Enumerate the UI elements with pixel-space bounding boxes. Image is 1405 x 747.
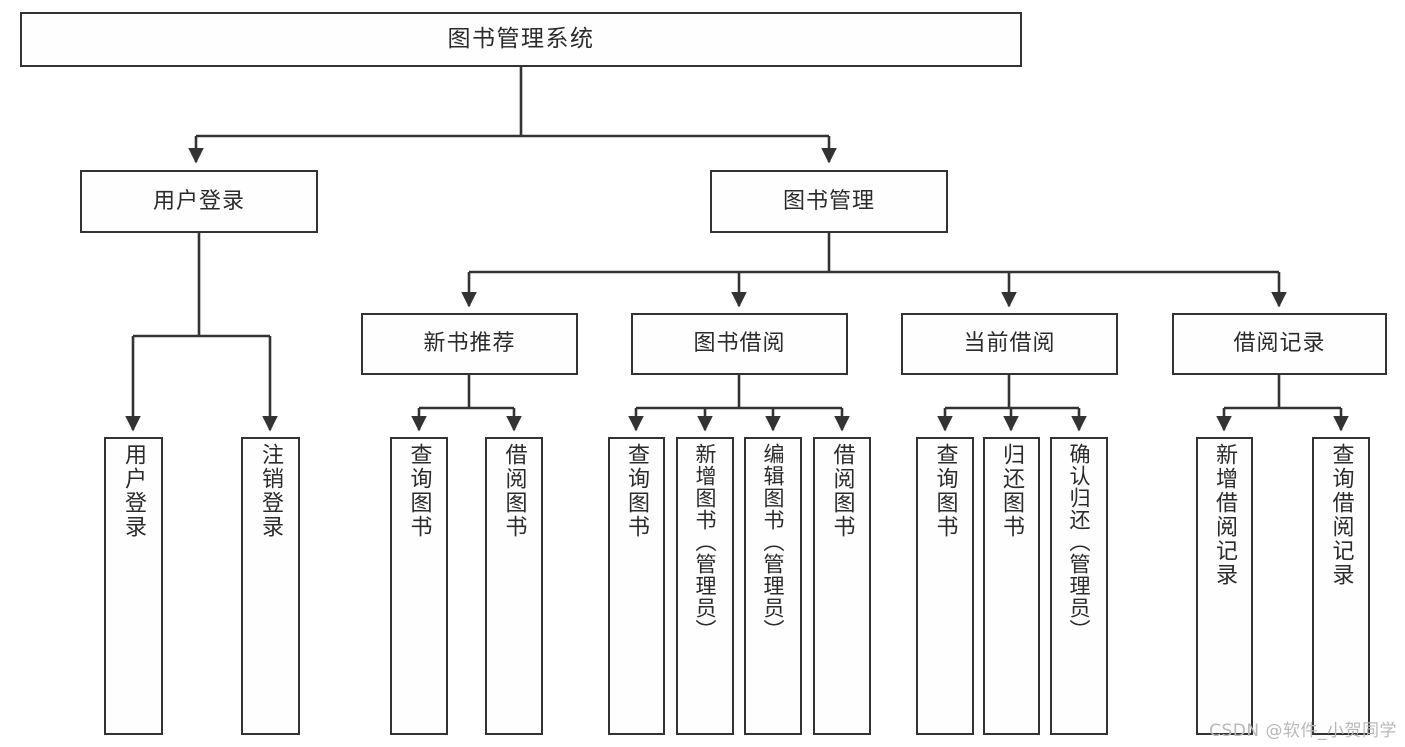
node-leaf-query-book-3-label: 查询图书 [932,443,958,539]
node-new-book-recommend[interactable]: 新书推荐 [361,313,578,375]
csdn-watermark: CSDN @软件_小贺同学 [1209,721,1397,741]
node-leaf-logout[interactable]: 注销登录 [241,437,300,735]
node-leaf-query-borrow-record[interactable]: 查询借阅记录 [1312,437,1370,735]
node-leaf-borrow-book-2[interactable]: 借阅图书 [813,437,871,735]
node-borrow-record[interactable]: 借阅记录 [1172,313,1387,375]
node-leaf-return-book-label: 归还图书 [999,443,1025,539]
node-leaf-edit-book-label: 编辑图书（管理员） [761,443,786,641]
node-book-manage-label: 图书管理 [782,188,875,214]
node-user-login-label: 用户登录 [152,188,245,214]
node-leaf-add-borrow-record-label: 新增借阅记录 [1212,443,1238,587]
node-leaf-user-login[interactable]: 用户登录 [104,437,163,735]
node-leaf-add-book-label: 新增图书（管理员） [693,443,718,641]
node-book-borrow-label: 图书借阅 [693,331,786,356]
node-root-label: 图书管理系统 [447,26,595,52]
node-user-login[interactable]: 用户登录 [80,170,318,233]
node-leaf-logout-label: 注销登录 [258,443,284,539]
node-leaf-query-book-2-label: 查询图书 [624,443,650,539]
node-leaf-return-book[interactable]: 归还图书 [983,437,1040,735]
node-book-borrow[interactable]: 图书借阅 [631,313,848,375]
node-leaf-add-book[interactable]: 新增图书（管理员） [676,437,734,735]
node-leaf-add-borrow-record[interactable]: 新增借阅记录 [1196,437,1253,735]
node-leaf-confirm-return[interactable]: 确认归还（管理员） [1050,437,1108,735]
node-leaf-confirm-return-label: 确认归还（管理员） [1067,443,1092,641]
node-current-borrow-label: 当前借阅 [963,331,1056,356]
node-leaf-borrow-book-1-label: 借阅图书 [501,443,527,539]
node-leaf-borrow-book-2-label: 借阅图书 [829,443,855,539]
node-leaf-borrow-book-1[interactable]: 借阅图书 [485,437,543,735]
node-new-book-recommend-label: 新书推荐 [423,331,516,356]
node-root[interactable]: 图书管理系统 [20,12,1022,67]
node-leaf-query-book-1-label: 查询图书 [406,443,432,539]
node-leaf-query-book-3[interactable]: 查询图书 [916,437,974,735]
node-leaf-user-login-label: 用户登录 [121,443,147,539]
node-current-borrow[interactable]: 当前借阅 [901,313,1118,375]
node-leaf-query-book-2[interactable]: 查询图书 [608,437,665,735]
node-borrow-record-label: 借阅记录 [1233,331,1326,356]
node-leaf-query-borrow-record-label: 查询借阅记录 [1328,443,1354,587]
node-leaf-edit-book[interactable]: 编辑图书（管理员） [744,437,802,735]
node-leaf-query-book-1[interactable]: 查询图书 [390,437,448,735]
node-book-manage[interactable]: 图书管理 [710,170,948,233]
